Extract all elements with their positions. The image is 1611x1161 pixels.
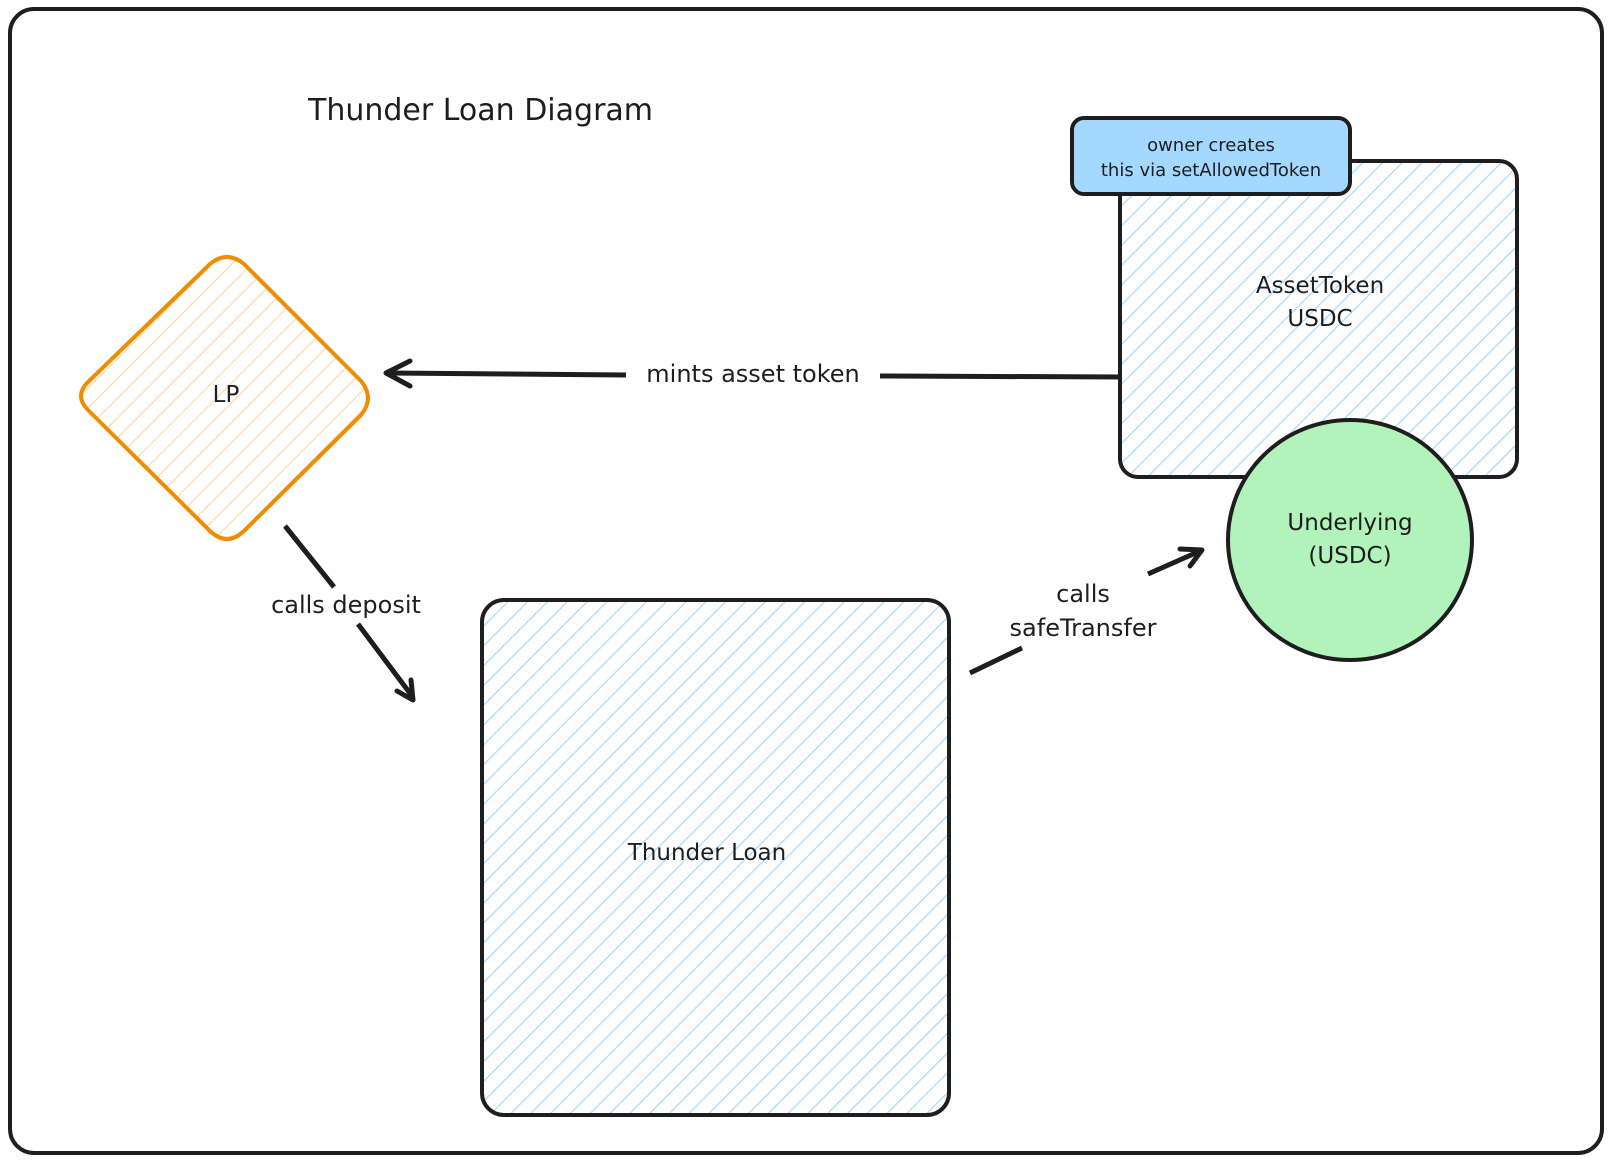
thunder-loan-box [480, 598, 951, 1117]
note-box [1070, 116, 1352, 196]
arrowhead-left-icon [383, 358, 413, 389]
asset-token-label-line2: USDC [1287, 306, 1352, 332]
lp-label: LP [213, 382, 240, 408]
edge-calls-deposit[interactable]: calls deposit [271, 524, 421, 703]
edge-calls-safe-transfer[interactable]: calls safeTransfer [968, 546, 1205, 676]
underlying-node[interactable]: Underlying (USDC) [1226, 418, 1474, 662]
underlying-label-line1: Underlying [1287, 510, 1412, 536]
edge-mints-asset-token[interactable]: mints asset token [383, 358, 1123, 389]
underlying-circle [1226, 418, 1474, 662]
thunder-loan-node[interactable]: Thunder Loan [480, 598, 951, 1117]
note-node[interactable]: owner creates this via setAllowedToken [1070, 116, 1352, 196]
edge-transfer-line-top [1146, 548, 1202, 577]
outer-frame [8, 7, 1604, 1155]
edge-mints-line-left [387, 370, 627, 378]
edge-mints-line-right [879, 373, 1123, 380]
lp-node[interactable]: LP [79, 255, 370, 541]
diagram-title: Thunder Loan Diagram [307, 93, 653, 128]
arrowhead-down-right-icon [394, 677, 416, 703]
edge-deposit-line-top [283, 524, 336, 589]
edge-transfer-label-line2: safeTransfer [1010, 614, 1157, 642]
asset-token-node[interactable]: AssetToken USDC [1118, 159, 1519, 479]
arrowhead-up-right-icon [1177, 546, 1205, 569]
lp-diamond [79, 255, 370, 541]
edge-transfer-line-bottom [968, 645, 1024, 676]
underlying-label-line2: (USDC) [1308, 543, 1391, 569]
edge-transfer-label-line1: calls [1056, 580, 1110, 608]
edge-deposit-line-bottom [356, 622, 414, 698]
edge-mints-label: mints asset token [646, 360, 859, 388]
note-label-line2: this via setAllowedToken [1101, 160, 1321, 181]
edge-deposit-label: calls deposit [271, 591, 421, 619]
thunder-loan-label: Thunder Loan [627, 840, 786, 866]
note-label-line1: owner creates [1147, 135, 1275, 156]
asset-token-label-line1: AssetToken [1256, 273, 1384, 299]
